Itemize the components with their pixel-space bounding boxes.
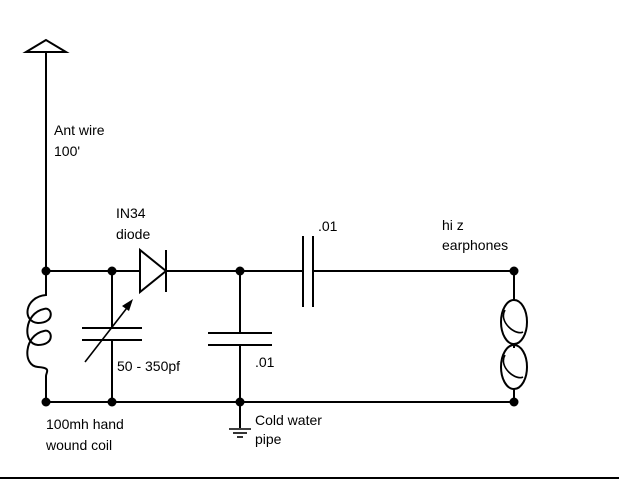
earphones-label-line1: hi z	[442, 217, 464, 233]
junction-dot	[509, 397, 519, 407]
diode-label-line1: IN34	[116, 205, 146, 221]
tuning-cap-label: 50 - 350pf	[117, 358, 180, 374]
ground-label-line1: Cold water	[255, 412, 322, 428]
earphones-symbol	[500, 271, 528, 402]
diode-label-line2: diode	[116, 226, 150, 242]
coil-label-line2: wound coil	[45, 437, 112, 453]
junction-dot	[235, 397, 245, 407]
coupling-cap-label: .01	[318, 218, 338, 234]
antenna-symbol	[22, 38, 70, 53]
bypass-cap-label: .01	[255, 354, 275, 370]
junction-dot	[107, 266, 117, 276]
junction-dot	[107, 397, 117, 407]
coil-symbol	[26, 271, 52, 402]
bypass-capacitor	[208, 271, 272, 402]
coil-label-line1: 100mh hand	[46, 416, 124, 432]
antenna-label-line2: 100'	[54, 143, 80, 159]
diode-symbol	[139, 247, 168, 295]
earphones-label-line2: earphones	[442, 237, 508, 253]
antenna-label-line1: Ant wire	[54, 122, 105, 138]
junction-dot	[41, 397, 51, 407]
coupling-capacitor	[302, 236, 314, 307]
junction-dot	[509, 266, 519, 276]
junction-dot	[41, 266, 51, 276]
ground-label-line2: pipe	[255, 431, 282, 447]
junction-dot	[235, 266, 245, 276]
tuning-capacitor	[82, 271, 142, 402]
ground-symbol	[229, 402, 251, 438]
